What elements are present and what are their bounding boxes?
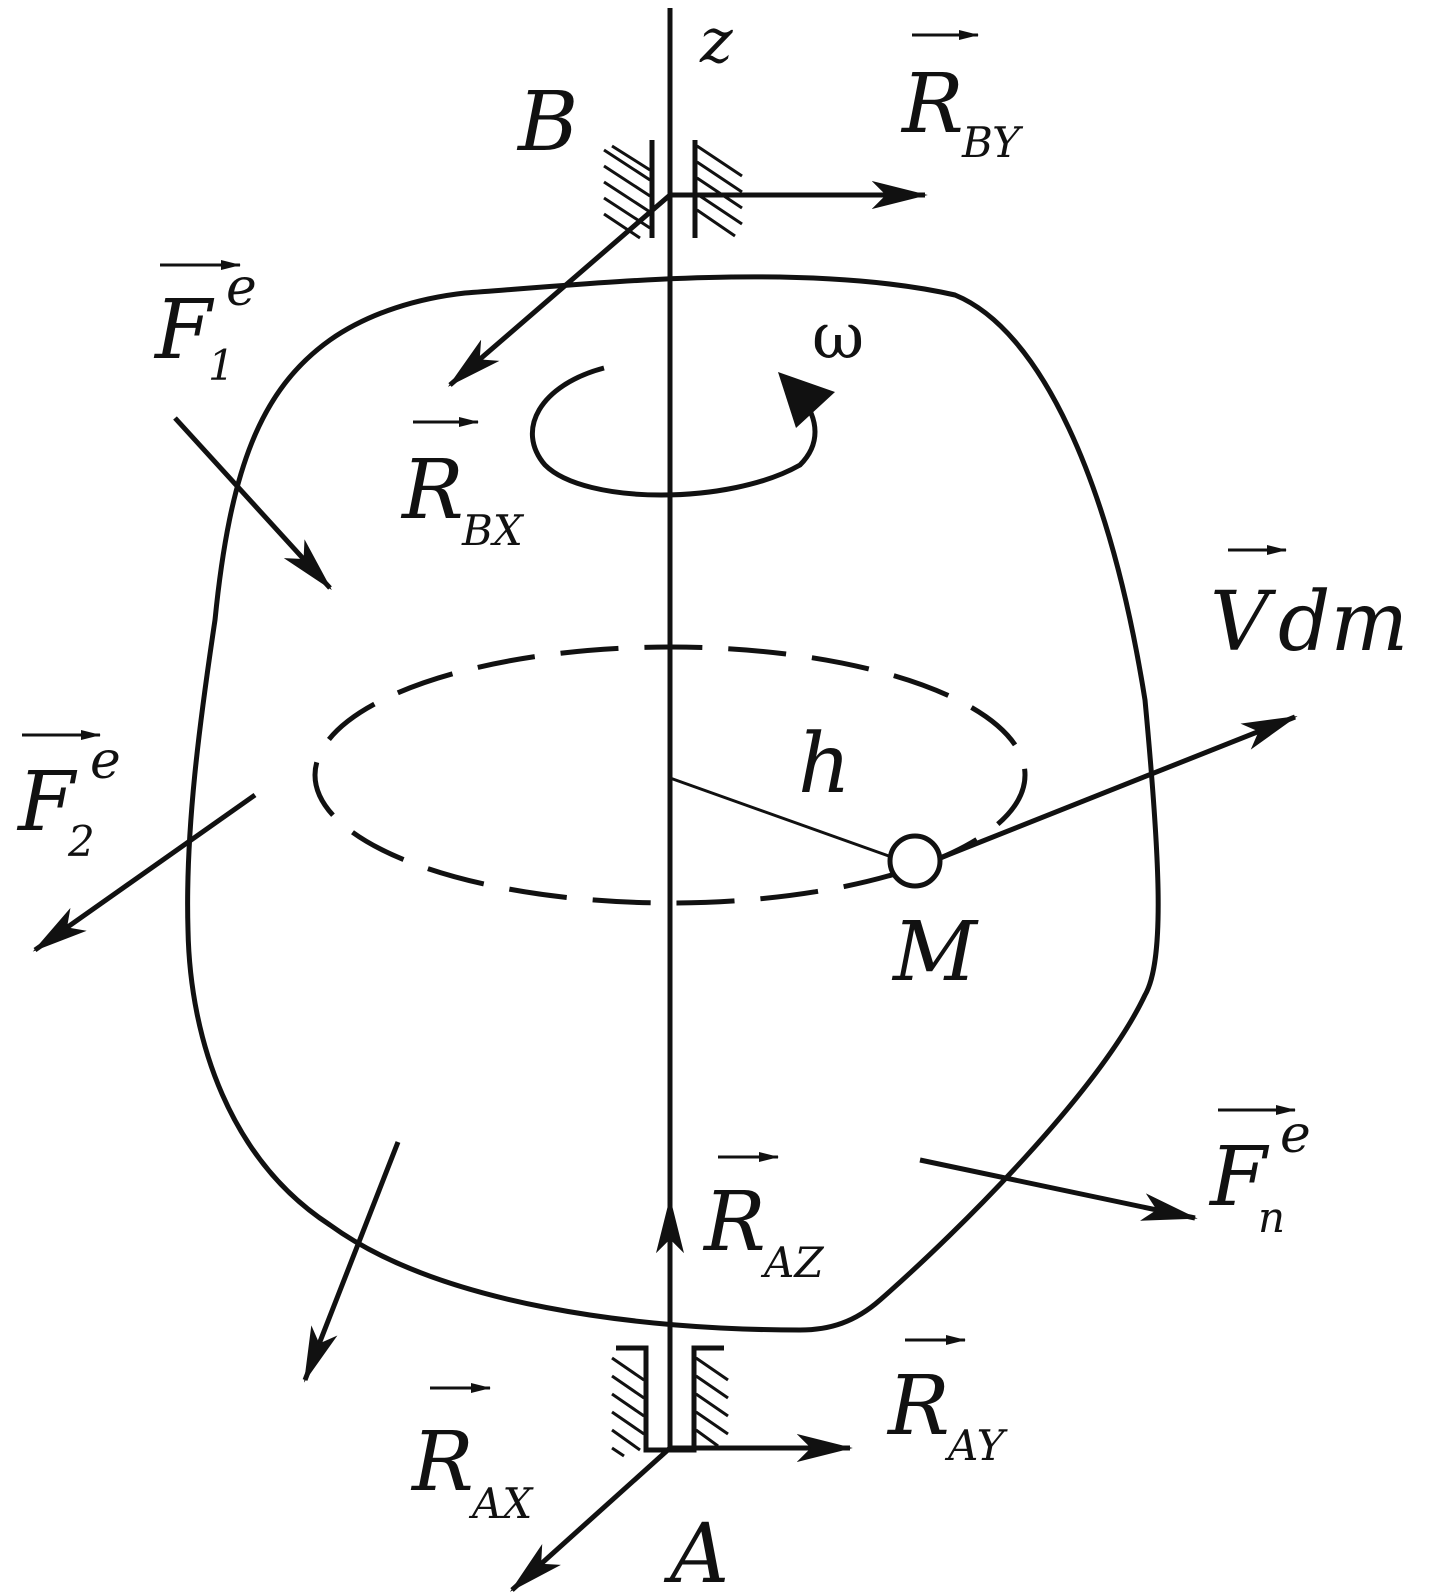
label-r-by: R BY bbox=[900, 57, 1024, 167]
svg-text:R: R bbox=[886, 1359, 950, 1454]
label-z: z bbox=[699, 4, 733, 77]
svg-text:F: F bbox=[1208, 1130, 1270, 1225]
svg-text:dm: dm bbox=[1278, 575, 1408, 670]
omega-rotation-arrow bbox=[529, 365, 818, 498]
label-f2: F e 2 bbox=[16, 731, 121, 866]
label-m: M bbox=[891, 905, 979, 1000]
point-m bbox=[887, 833, 943, 889]
label-r-ax: R AX bbox=[410, 1415, 534, 1528]
svg-text:R: R bbox=[900, 57, 964, 152]
svg-text:AZ: AZ bbox=[760, 1238, 824, 1287]
arrow-r-bx bbox=[447, 193, 672, 387]
arrow-fn bbox=[919, 1157, 1198, 1221]
trajectory-circle bbox=[312, 644, 1028, 906]
label-f1: F e 1 bbox=[153, 258, 257, 390]
arrow-f1 bbox=[173, 416, 332, 591]
svg-text:1: 1 bbox=[208, 341, 235, 390]
svg-text:R: R bbox=[702, 1175, 766, 1270]
svg-text:e: e bbox=[90, 731, 121, 791]
arrow-r-ax bbox=[509, 1446, 672, 1592]
radius-h bbox=[669, 776, 901, 862]
label-omega: ω bbox=[812, 300, 864, 374]
svg-text:n: n bbox=[1258, 1193, 1285, 1242]
svg-text:AY: AY bbox=[944, 1421, 1009, 1470]
svg-text:R: R bbox=[400, 443, 464, 538]
vector-overbars bbox=[22, 30, 1296, 1393]
arrow-f2 bbox=[32, 792, 257, 953]
svg-text:BX: BX bbox=[461, 506, 525, 555]
label-h: h bbox=[798, 717, 851, 812]
label-b: B bbox=[516, 75, 578, 170]
svg-text:F: F bbox=[16, 755, 78, 850]
svg-text:V: V bbox=[1210, 575, 1277, 670]
svg-text:2: 2 bbox=[67, 817, 95, 866]
label-r-ay: R AY bbox=[886, 1359, 1009, 1470]
body-outline bbox=[185, 274, 1161, 1333]
label-r-bx: R BX bbox=[400, 443, 525, 555]
svg-text:BY: BY bbox=[961, 118, 1024, 167]
label-velocity: V dm bbox=[1210, 575, 1408, 670]
svg-text:F: F bbox=[153, 283, 215, 378]
svg-text:e: e bbox=[226, 258, 257, 318]
svg-text:e: e bbox=[1280, 1105, 1311, 1165]
label-a: A bbox=[663, 1507, 729, 1592]
omega-arrowhead-icon bbox=[778, 372, 835, 428]
bearing-b bbox=[603, 140, 743, 240]
label-fn: F e n bbox=[1208, 1105, 1311, 1242]
arrow-velocity bbox=[939, 714, 1298, 861]
label-r-az: R AZ bbox=[702, 1175, 824, 1287]
arrow-f-lower bbox=[302, 1141, 401, 1383]
svg-text:R: R bbox=[410, 1415, 474, 1510]
svg-text:AX: AX bbox=[468, 1479, 534, 1528]
